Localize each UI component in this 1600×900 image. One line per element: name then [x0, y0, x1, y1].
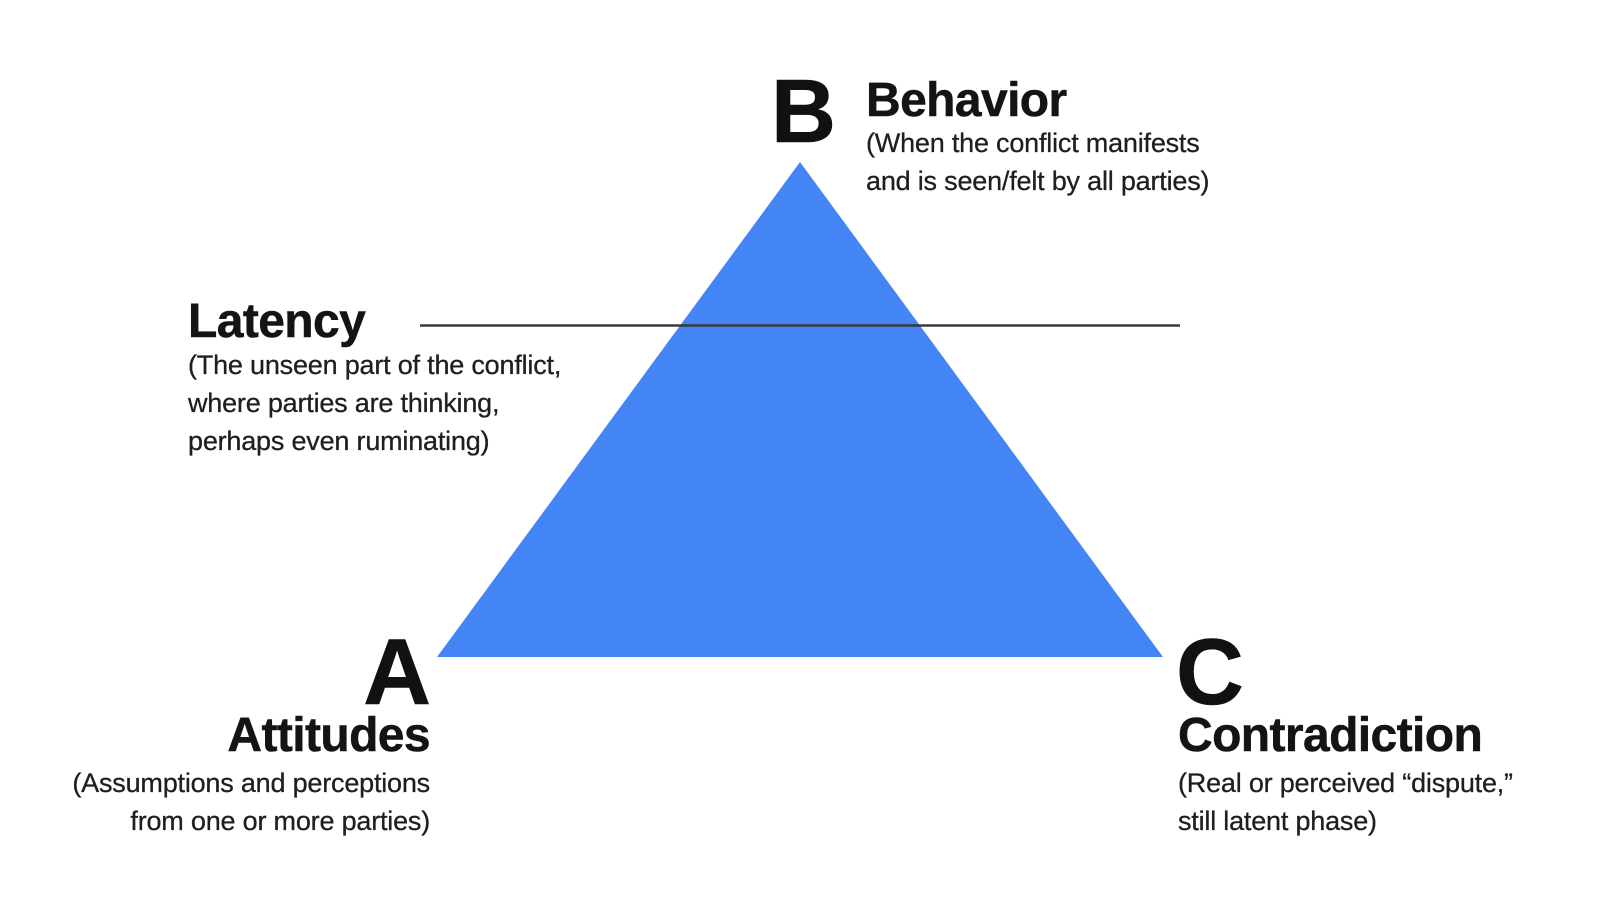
- description-line: perhaps even ruminating): [188, 426, 490, 456]
- vertex-letter-b: B: [771, 62, 837, 162]
- description-line: and is seen/felt by all parties): [866, 166, 1210, 196]
- vertex-title-contradiction: Contradiction: [1178, 709, 1483, 762]
- vertex-description-behavior: (When the conflict manifests and is seen…: [866, 124, 1210, 200]
- description-line: (The unseen part of the conflict,: [188, 350, 562, 380]
- vertex-title-behavior: Behavior: [866, 74, 1068, 127]
- description-line: (Real or perceived “dispute,”: [1178, 768, 1513, 798]
- triangle-shape: [437, 162, 1163, 657]
- description-line: (When the conflict manifests: [866, 128, 1200, 158]
- latency-title: Latency: [188, 295, 366, 348]
- description-line: still latent phase): [1178, 806, 1377, 836]
- vertex-letter-c: C: [1176, 619, 1244, 724]
- description-line: (Assumptions and perceptions: [72, 768, 430, 798]
- description-line: where parties are thinking,: [188, 388, 500, 418]
- vertex-letter-a: A: [363, 619, 431, 724]
- latency-description: (The unseen part of the conflict, where …: [188, 346, 562, 460]
- vertex-description-contradiction: (Real or perceived “dispute,” still late…: [1178, 764, 1513, 840]
- vertex-description-attitudes: (Assumptions and perceptions from one or…: [72, 764, 430, 840]
- vertex-title-attitudes: Attitudes: [227, 709, 431, 762]
- description-line: from one or more parties): [130, 806, 430, 836]
